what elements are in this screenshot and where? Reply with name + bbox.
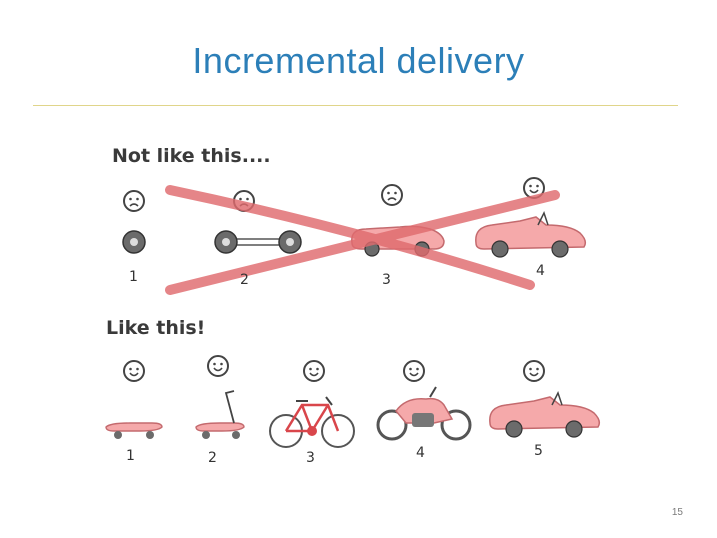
happy-face-icon: [523, 177, 545, 199]
bottom-step-2-scooter: [195, 355, 245, 439]
motorcycle-icon: [376, 386, 472, 441]
top-step-number: 3: [382, 272, 391, 288]
axle-icon: [214, 230, 302, 254]
happy-face-icon: [123, 360, 145, 382]
bottom-step-1-skateboard: [105, 360, 163, 439]
bottom-step-number: 5: [534, 443, 543, 459]
sad-face-icon: [123, 190, 145, 212]
bottom-step-5-car: [489, 360, 601, 438]
bicycle-icon: [269, 396, 355, 448]
wheel-icon: [122, 230, 146, 254]
bottom-step-number: 2: [208, 450, 217, 466]
bottom-step-number: 3: [306, 450, 315, 466]
top-step-4-car: [475, 177, 587, 258]
top-step-number: 1: [129, 269, 138, 285]
happy-face-icon: [207, 355, 229, 377]
bottom-step-4-motorcycle: [376, 360, 472, 441]
illustration-canvas: Not like this.... Like this!: [105, 145, 601, 466]
slide-title: Incremental delivery: [192, 40, 525, 81]
top-step-1-wheel: [122, 190, 146, 254]
bottom-step-number: 1: [126, 448, 135, 464]
top-step-number: 4: [536, 263, 545, 279]
sad-face-icon: [381, 184, 403, 206]
like-this-label: Like this!: [106, 317, 205, 339]
red-cross-out-icon: [165, 185, 560, 295]
convertible-car-icon: [489, 391, 601, 438]
bottom-step-number: 4: [416, 445, 425, 461]
happy-face-icon: [403, 360, 425, 382]
incremental-delivery-illustration: Not like this.... Like this!: [100, 135, 620, 475]
not-like-this-label: Not like this....: [112, 145, 271, 167]
happy-face-icon: [303, 360, 325, 382]
page-number: 15: [671, 507, 683, 518]
happy-face-icon: [523, 360, 545, 382]
scooter-icon: [195, 390, 245, 439]
title-divider: [33, 105, 678, 106]
bottom-step-3-bicycle: [269, 360, 355, 448]
top-step-number: 2: [240, 272, 249, 288]
skateboard-icon: [105, 422, 163, 439]
convertible-car-icon: [475, 211, 587, 258]
